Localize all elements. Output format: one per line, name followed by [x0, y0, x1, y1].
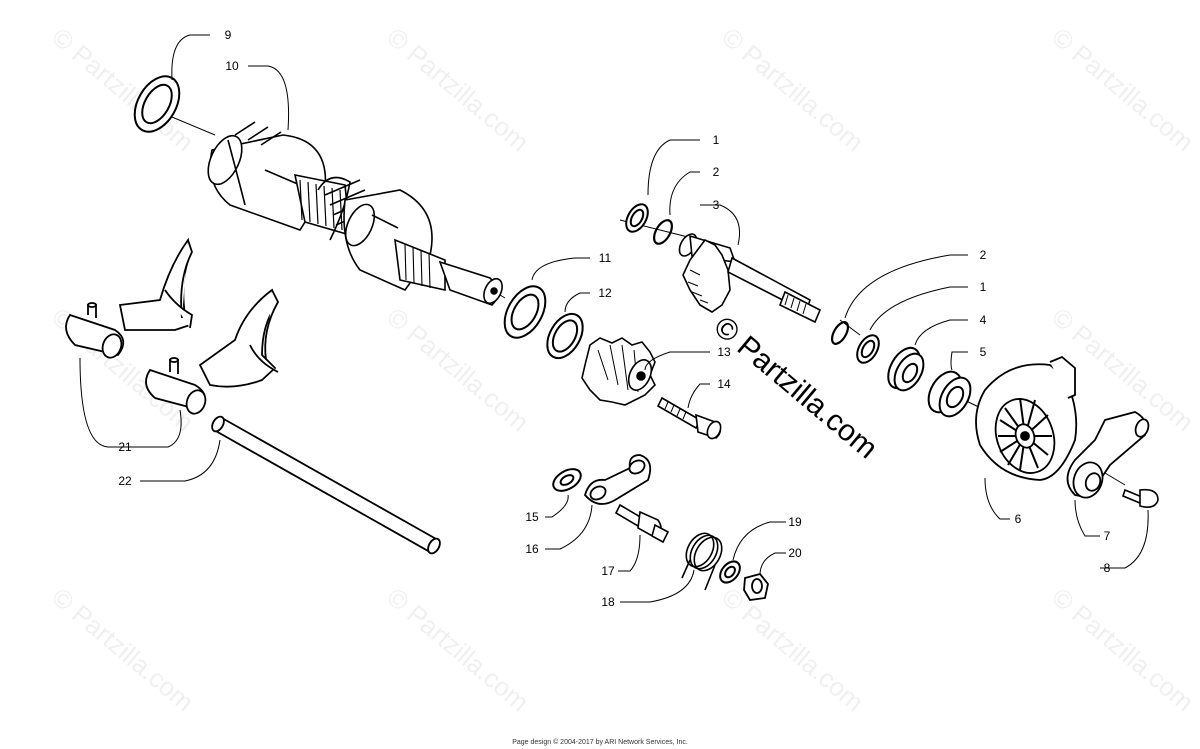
- callout-22[interactable]: 22: [118, 474, 132, 488]
- part-shift-rod-22: [211, 415, 441, 555]
- callout-5[interactable]: 5: [980, 345, 987, 359]
- callout-16[interactable]: 16: [525, 542, 539, 556]
- watermark: © Partzilla.com: [381, 582, 534, 718]
- part-spring-18: [681, 532, 723, 591]
- watermark: © Partzilla.com: [716, 582, 869, 718]
- callout-13[interactable]: 13: [717, 345, 731, 359]
- callout-20[interactable]: 20: [788, 546, 802, 560]
- callout-21[interactable]: 21: [118, 440, 132, 454]
- callout-3[interactable]: 3: [713, 198, 720, 212]
- callout-18[interactable]: 18: [601, 595, 615, 609]
- part-bearing-4: [887, 346, 925, 392]
- part-nut-20: [743, 572, 769, 601]
- part-washer-12: [546, 312, 584, 360]
- part-circlip-2a: [653, 219, 673, 245]
- callout-1b[interactable]: 1: [980, 280, 987, 294]
- part-washer-15: [552, 468, 582, 492]
- callout-10[interactable]: 10: [225, 59, 239, 73]
- watermark: © Partzilla.com: [1046, 582, 1199, 718]
- footer-copyright: Page design © 2004-2017 by ARI Network S…: [512, 738, 688, 746]
- part-washer-1b: [856, 334, 880, 364]
- part-stopper-plate-16: [583, 454, 652, 505]
- callout-7[interactable]: 7: [1104, 529, 1111, 543]
- callout-1[interactable]: 1: [713, 133, 720, 147]
- callout-9[interactable]: 9: [225, 28, 232, 42]
- callout-17[interactable]: 17: [601, 564, 615, 578]
- watermark: © Partzilla.com: [1046, 22, 1199, 158]
- callout-2b[interactable]: 2: [980, 248, 987, 262]
- part-shift-drum-10: [207, 121, 503, 306]
- callout-2[interactable]: 2: [713, 165, 720, 179]
- part-bolt-8: [1122, 488, 1159, 508]
- watermark: © Partzilla.com: [716, 22, 869, 158]
- watermark: © Partzilla.com: [46, 582, 199, 718]
- callout-6[interactable]: 6: [1015, 512, 1022, 526]
- callout-4[interactable]: 4: [980, 313, 987, 327]
- watermark: © Partzilla.com: [381, 22, 534, 158]
- part-shift-arm-7: [1066, 411, 1150, 499]
- part-shift-forks-21: [65, 237, 280, 415]
- part-bolt-14: [656, 396, 722, 440]
- part-pin-17: [614, 503, 670, 544]
- part-washer-19: [719, 560, 741, 584]
- part-gear-13: [581, 337, 656, 406]
- callout-11[interactable]: 11: [599, 251, 612, 265]
- callout-8[interactable]: 8: [1104, 561, 1111, 575]
- part-washer-1a: [625, 203, 649, 233]
- part-cover-6: [975, 355, 1078, 481]
- callout-15[interactable]: 15: [525, 510, 539, 524]
- callout-14[interactable]: 14: [717, 377, 731, 391]
- part-washer-11: [503, 285, 547, 339]
- callout-19[interactable]: 19: [788, 515, 802, 529]
- part-bushing-5: [927, 370, 972, 418]
- callout-labels: 9 10 1 2 3 11 12 2 1 4 5 13 14 21 22 6 7…: [118, 28, 1110, 609]
- callout-12[interactable]: 12: [598, 286, 612, 300]
- part-circlip-2b: [830, 321, 850, 345]
- part-washer-9: [133, 75, 181, 133]
- leader-lines: [79, 34, 1149, 603]
- part-shift-shaft-3: [678, 233, 822, 324]
